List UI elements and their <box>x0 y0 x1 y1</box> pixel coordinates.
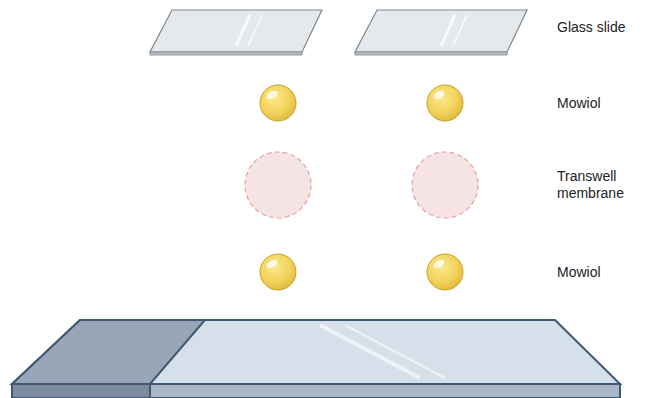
glass-slide <box>12 320 620 398</box>
coverslip <box>150 10 322 55</box>
transwell-membrane <box>245 152 311 218</box>
part-label: Mowiol <box>557 95 657 112</box>
coverslip <box>355 10 527 55</box>
part-label: Mowiol <box>557 264 657 281</box>
mowiol-drop <box>427 85 463 121</box>
mowiol-drop <box>260 85 296 121</box>
part-label: Glass slide <box>557 19 657 36</box>
mowiol-drop <box>427 254 463 290</box>
part-label: Transwell membrane <box>557 168 647 202</box>
transwell-membrane <box>412 152 478 218</box>
mowiol-drop <box>260 254 296 290</box>
